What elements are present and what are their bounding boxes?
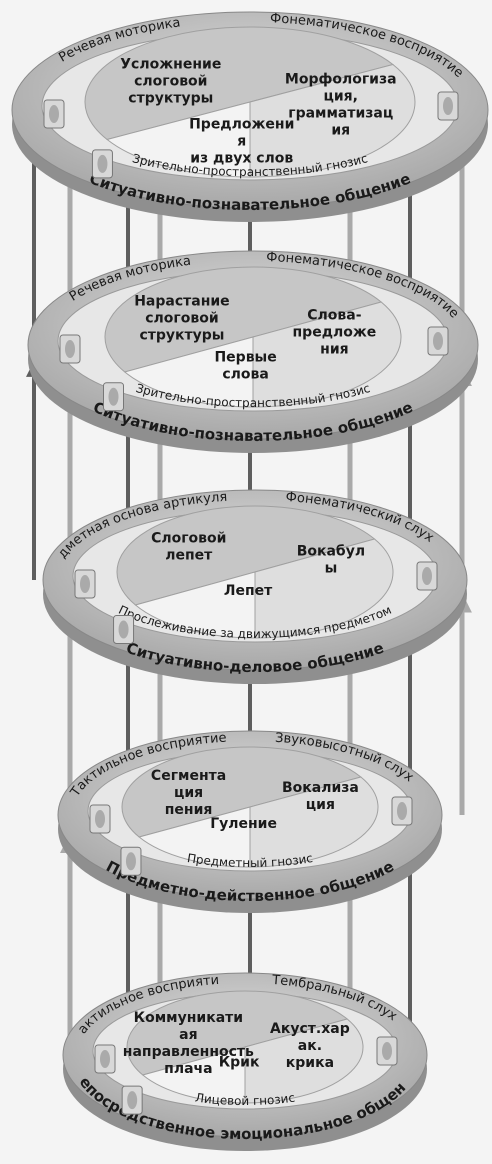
right-sense-icon-detail: [397, 802, 407, 820]
bottom-sense-icon-detail: [108, 387, 119, 406]
left-sense-icon-detail: [100, 1050, 110, 1068]
ring-label-inner-bottom: Предметный гнозис: [186, 851, 314, 870]
sector-right: [249, 776, 379, 868]
sector-bottom: [106, 101, 251, 178]
right-sense-icon-detail: [422, 567, 432, 585]
sector-right: [244, 1018, 364, 1104]
sector-left: [121, 746, 362, 838]
sector-left: [104, 266, 383, 373]
sector-label-bottom: Гуление: [210, 816, 277, 832]
left-sense-icon-detail: [80, 575, 90, 593]
bottom-sense-icon-detail: [127, 1091, 138, 1110]
left-sense-icon-detail: [65, 340, 75, 358]
sector-right: [254, 538, 394, 639]
left-sense-icon-detail: [95, 810, 105, 828]
sector-label-bottom: Крик: [219, 1055, 260, 1071]
right-sense-icon-detail: [382, 1042, 392, 1060]
sector-bottom: [134, 571, 256, 639]
sector-left: [116, 505, 376, 606]
sector-bottom: [138, 806, 251, 868]
right-sense-icon-detail: [443, 97, 453, 115]
bottom-sense-icon-detail: [97, 154, 108, 173]
sector-right: [252, 301, 402, 408]
sector-bottom: [141, 1046, 246, 1104]
right-sense-icon-detail: [433, 332, 443, 350]
sector-label-bottom: Лепет: [224, 583, 273, 599]
sector-bottom: [123, 336, 254, 408]
sector-left: [84, 26, 394, 141]
bottom-sense-icon-detail: [118, 620, 129, 639]
bottom-sense-icon-detail: [125, 852, 136, 871]
sector-right: [249, 63, 416, 178]
left-sense-icon-detail: [49, 105, 59, 123]
sector-left: [126, 990, 349, 1076]
